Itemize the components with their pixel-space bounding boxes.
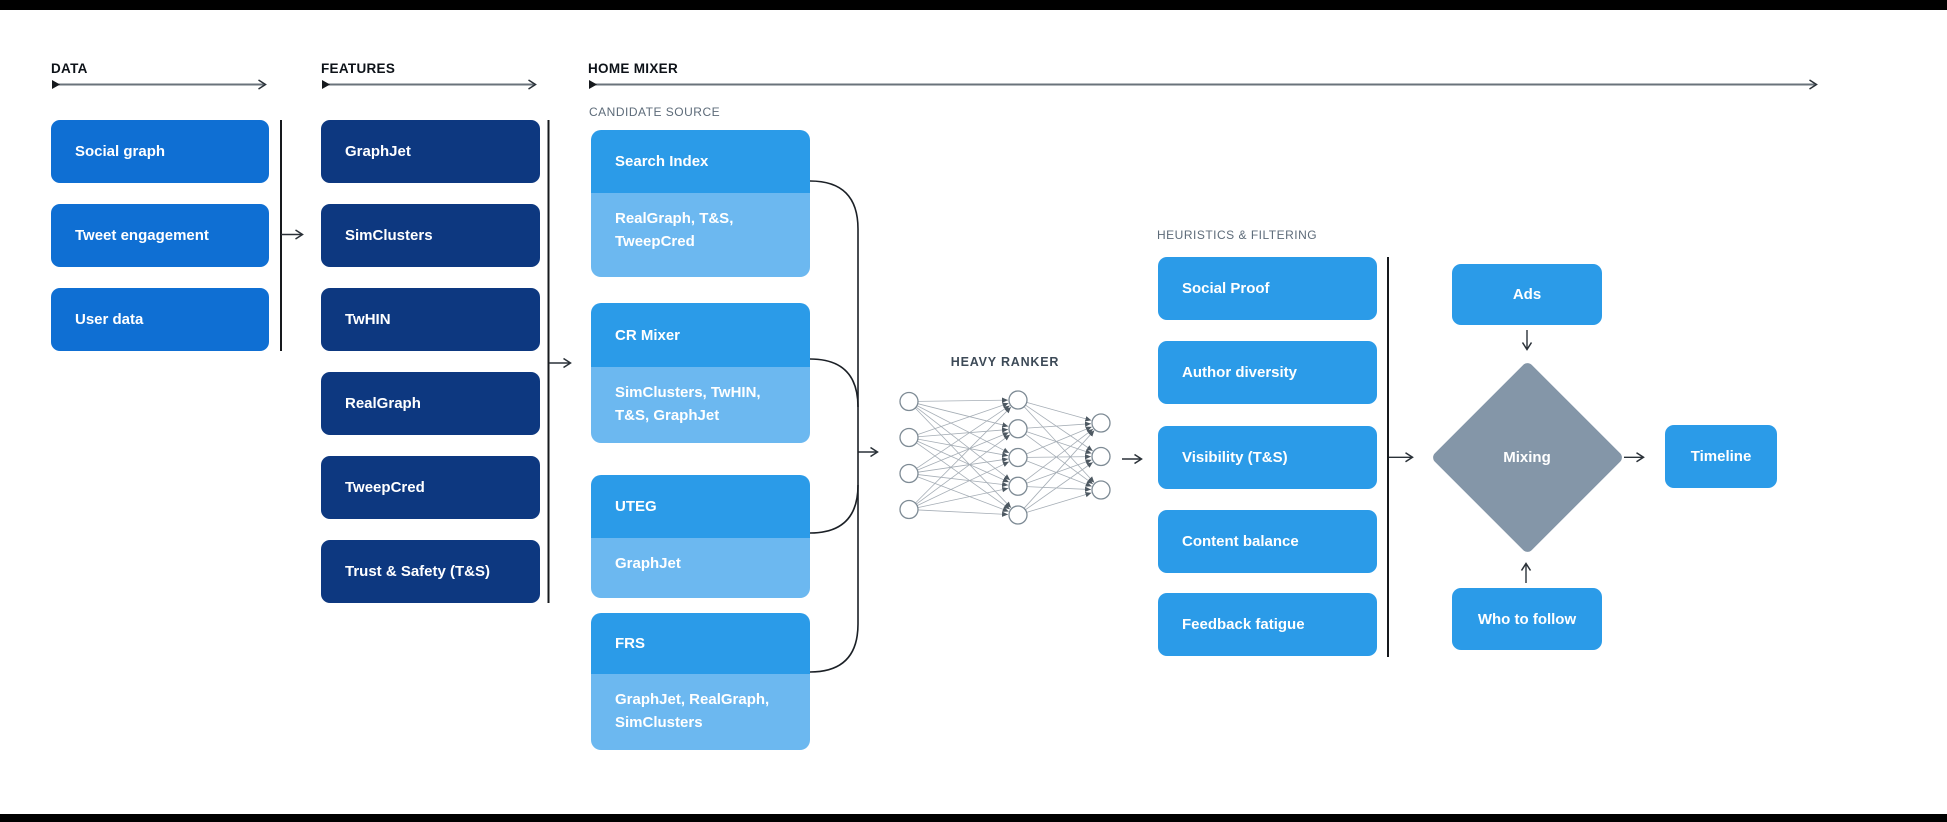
collector-curve-uteg <box>809 484 859 534</box>
neural-network <box>899 390 1111 525</box>
mixing-label: Mixing <box>1503 449 1551 466</box>
section-header-data: DATA <box>51 61 88 76</box>
nn-node <box>1091 480 1111 500</box>
box-feedback-fatigue: Feedback fatigue <box>1158 593 1377 656</box>
nn-edge <box>916 405 1010 454</box>
collector-curve-crmixer <box>809 358 859 408</box>
box-graphjet: GraphJet <box>321 120 540 183</box>
candidate-box-cr-mixer: CR Mixer SimClusters, TwHIN, T&S, GraphJ… <box>591 303 810 443</box>
section-header-features: FEATURES <box>321 61 396 76</box>
nn-edge <box>1026 460 1092 487</box>
nn-node <box>1008 505 1028 525</box>
nn-edge <box>917 457 1009 473</box>
candidate-title: UTEG <box>591 475 810 538</box>
nn-edge <box>1026 486 1092 492</box>
bottom-black-bar <box>0 814 1947 822</box>
candidate-box-uteg: UTEG GraphJet <box>591 475 810 598</box>
nn-edge <box>917 476 1009 512</box>
top-black-bar <box>0 0 1947 10</box>
box-who-to-follow: Who to follow <box>1452 588 1602 650</box>
box-realgraph: RealGraph <box>321 372 540 435</box>
nn-node <box>899 463 919 484</box>
nn-node <box>1008 419 1028 439</box>
box-twhin: TwHIN <box>321 288 540 351</box>
nn-edge <box>1025 404 1093 452</box>
nn-edge <box>1026 426 1092 455</box>
nn-edge <box>917 397 1009 403</box>
nn-node <box>899 391 919 412</box>
nn-edge <box>917 474 1009 488</box>
nn-edge <box>917 440 1010 483</box>
box-tweet-engagement: Tweet engagement <box>51 204 269 267</box>
box-simclusters: SimClusters <box>321 204 540 267</box>
box-user-data: User data <box>51 288 269 351</box>
nn-edge <box>917 509 1009 517</box>
box-timeline: Timeline <box>1665 425 1777 488</box>
nn-edge <box>1026 453 1092 460</box>
candidate-subtitle: GraphJet <box>591 538 810 598</box>
subheader-candidate-source: CANDIDATE SOURCE <box>589 105 721 119</box>
nn-edge <box>915 406 1011 481</box>
section-header-home-mixer: HOME MIXER <box>588 61 679 76</box>
nn-edge <box>914 407 1012 509</box>
nn-edge <box>1024 428 1094 482</box>
nn-edge <box>916 405 1010 469</box>
nn-edge <box>917 432 1009 471</box>
nn-edge <box>916 461 1010 506</box>
nn-node <box>899 427 919 448</box>
candidate-subtitle: GraphJet, RealGraph, SimClusters <box>591 674 810 750</box>
nn-edge <box>916 442 1011 510</box>
box-ads: Ads <box>1452 264 1602 325</box>
nn-edge <box>917 427 1009 438</box>
candidate-title: Search Index <box>591 130 810 193</box>
nn-edge <box>1026 459 1092 484</box>
subheader-heavy-ranker: HEAVY RANKER <box>950 355 1060 369</box>
candidate-box-search-index: Search Index RealGraph, T&S, TweepCred <box>591 130 810 277</box>
box-tweepcred: TweepCred <box>321 456 540 519</box>
candidate-subtitle: SimClusters, TwHIN, T&S, GraphJet <box>591 367 810 443</box>
nn-edge <box>1026 431 1092 454</box>
collector-curve-search-frs <box>809 180 859 673</box>
box-content-balance: Content balance <box>1158 510 1377 573</box>
nn-node <box>1008 447 1028 468</box>
nn-edge <box>917 402 1009 435</box>
nn-node <box>1091 413 1111 433</box>
nn-edge <box>1026 492 1092 513</box>
nn-node <box>899 499 919 520</box>
nn-edge <box>1026 421 1092 429</box>
candidate-title: CR Mixer <box>591 303 810 367</box>
box-visibility-ts: Visibility (T&S) <box>1158 426 1377 489</box>
nn-edge <box>1026 402 1092 422</box>
nn-edge <box>1023 430 1095 509</box>
nn-edge <box>917 438 1009 458</box>
nn-edge <box>1023 406 1095 483</box>
nn-node <box>1008 390 1028 410</box>
nn-node <box>1091 446 1111 467</box>
box-social-graph: Social graph <box>51 120 269 183</box>
nn-edge <box>1025 433 1094 485</box>
box-author-diversity: Author diversity <box>1158 341 1377 404</box>
box-trust-safety: Trust & Safety (T&S) <box>321 540 540 603</box>
subheader-heuristics-filtering: HEURISTICS & FILTERING <box>1157 228 1318 242</box>
nn-node <box>1008 476 1028 496</box>
candidate-box-frs: FRS GraphJet, RealGraph, SimClusters <box>591 613 810 750</box>
nn-edge <box>915 434 1011 505</box>
nn-edge <box>917 486 1009 509</box>
nn-edge <box>915 406 1012 504</box>
nn-edge <box>917 403 1009 428</box>
candidate-title: FRS <box>591 613 810 674</box>
candidate-subtitle: RealGraph, T&S, TweepCred <box>591 193 810 277</box>
box-social-proof: Social Proof <box>1158 257 1377 320</box>
nn-edge <box>1025 461 1094 511</box>
